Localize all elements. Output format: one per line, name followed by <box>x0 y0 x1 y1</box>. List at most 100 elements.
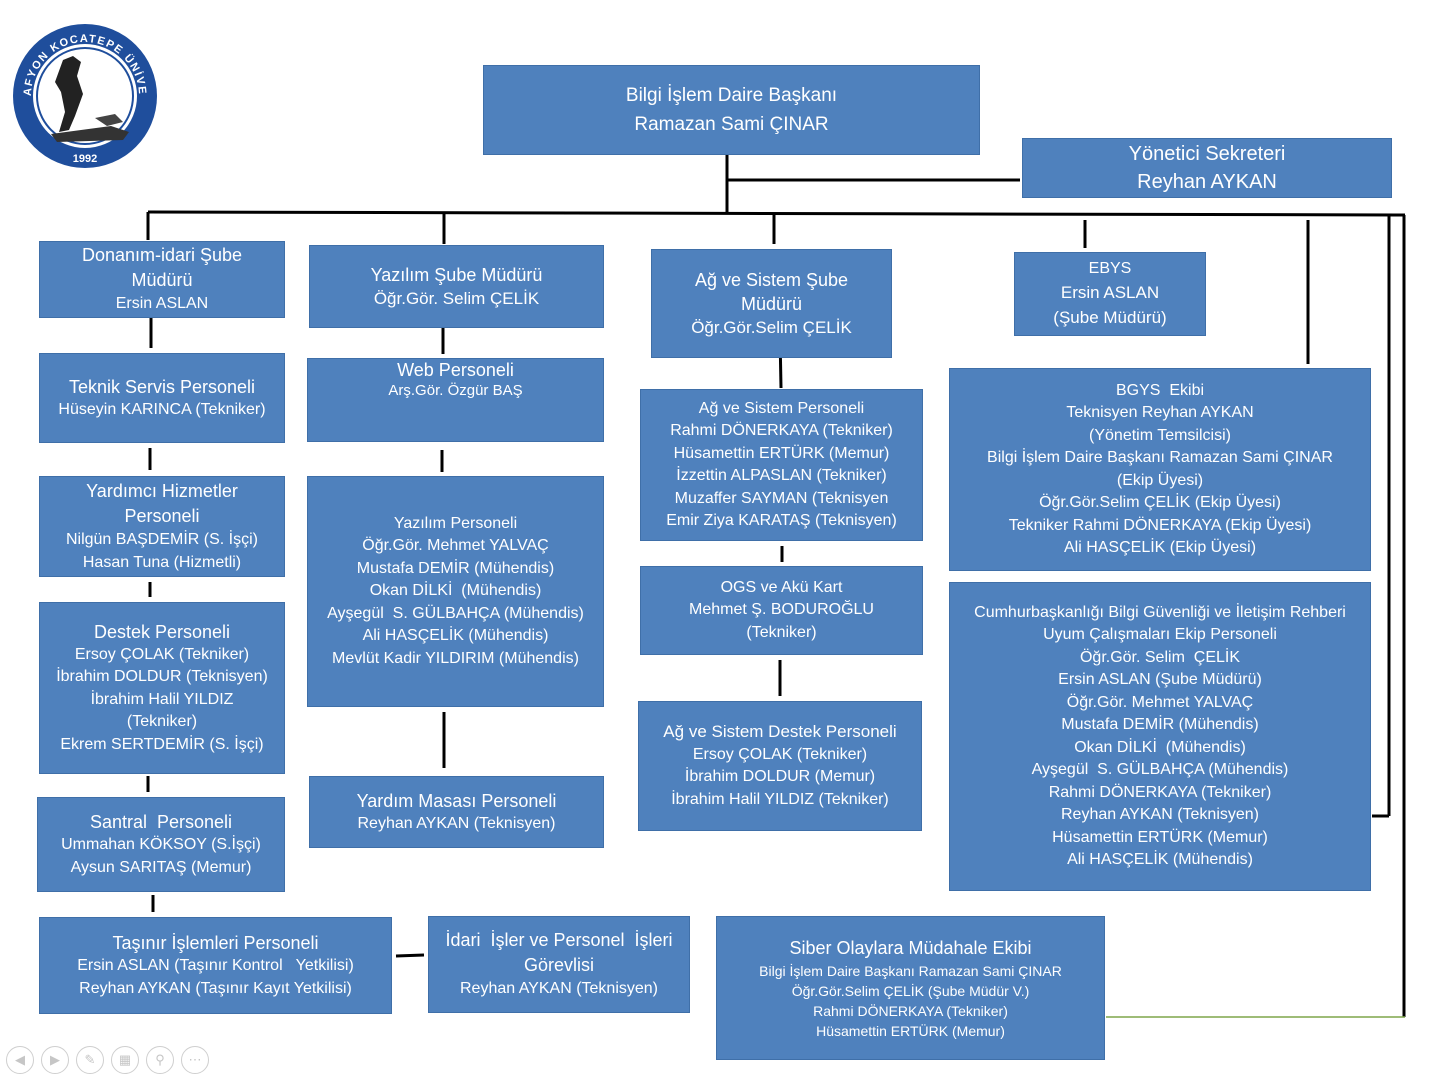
technical-service-title: Teknik Servis Personeli <box>68 376 256 397</box>
pen-icon[interactable]: ✎ <box>76 1046 104 1074</box>
support-staff-title: Destek Personeli <box>93 621 231 642</box>
network-support-line: Ersoy ÇOLAK (Tekniker) <box>692 745 868 763</box>
ebys-sub: (Şube Müdürü) <box>1053 308 1167 328</box>
secretary-name: Reyhan AYKAN <box>1137 171 1277 193</box>
switchboard-box: Santral Personeli Ummahan KÖKSOY (S.İşçi… <box>37 797 285 892</box>
technical-service-line: Hüseyin KARINCA (Tekniker) <box>58 400 266 418</box>
cyber-incident-title: Siber Olaylara Müdahale Ekibi <box>789 938 1032 958</box>
presidency-guide-line: Reyhan AYKAN (Teknisyen) <box>1060 806 1259 823</box>
network-support-line: İbrahim Halil YILDIZ (Tekniker) <box>671 790 889 808</box>
technical-service-box: Teknik Servis Personeli Hüseyin KARINCA … <box>39 353 285 443</box>
presidency-guide-line: Okan DİLKİ (Mühendis) <box>1074 738 1246 756</box>
slideshow-controls: ◀ ▶ ✎ ▦ ⚲ ⋯ <box>6 1046 209 1074</box>
ebys-box: EBYS Ersin ASLAN (Şube Müdürü) <box>1014 252 1206 336</box>
network-manager-box: Ağ ve Sistem Şube Müdürü Öğr.Gör.Selim Ç… <box>651 249 892 358</box>
cyber-incident-line: Bilgi İşlem Daire Başkanı Ramazan Sami Ç… <box>759 963 1062 979</box>
bgys-team-line: (Ekip Üyesi) <box>1116 471 1204 489</box>
presidency-guide-line: Rahmi DÖNERKAYA (Tekniker) <box>1048 783 1272 801</box>
head-box: Bilgi İşlem Daire Başkanı Ramazan Sami Ç… <box>483 65 980 155</box>
bgys-team-line: Ali HASÇELİK (Ekip Üyesi) <box>1063 539 1257 556</box>
web-staff-box: Web Personeli Arş.Gör. Özgür BAŞ <box>307 358 604 442</box>
software-staff-line: Ayşegül S. GÜLBAHÇA (Mühendis) <box>327 604 584 622</box>
inventory-title: Taşınır İşlemleri Personeli <box>112 933 319 953</box>
network-manager-title: Ağ ve Sistem Şube Müdürü <box>694 269 849 314</box>
software-manager-box: Yazılım Şube Müdürü Öğr.Gör. Selim ÇELİK <box>309 245 604 328</box>
support-staff-box: Destek Personeli Ersoy ÇOLAK (Tekniker) … <box>39 602 285 774</box>
hardware-manager-name: Ersin ASLAN <box>115 295 209 313</box>
ebys-title: EBYS <box>1088 259 1132 277</box>
network-support-title: Ağ ve Sistem Destek Personeli <box>663 722 897 741</box>
bgys-team-line: (Yönetim Temsilcisi) <box>1089 426 1231 444</box>
bgys-team-line: Teknisyen Reyhan AYKAN <box>1066 404 1254 421</box>
web-staff-title: Web Personeli <box>397 360 514 380</box>
admin-affairs-box: İdari İşler ve Personel İşleri Görevlisi… <box>428 916 690 1013</box>
software-staff-line: Öğr.Gör. Mehmet YALVAÇ <box>362 537 549 555</box>
presidency-guide-title: Cumhurbaşkanlığı Bilgi Güvenliği ve İlet… <box>974 603 1346 621</box>
bgys-team-line: Bilgi İşlem Daire Başkanı Ramazan Sami Ç… <box>987 449 1333 466</box>
zoom-icon[interactable]: ⚲ <box>146 1046 174 1074</box>
presidency-guide-line: Mustafa DEMİR (Mühendis) <box>1061 716 1259 733</box>
cyber-incident-line: Rahmi DÖNERKAYA (Tekniker) <box>813 1003 1008 1019</box>
software-staff-line: Mustafa DEMİR (Mühendis) <box>356 559 555 577</box>
hardware-manager-box: Donanım-idari Şube Müdürü Ersin ASLAN <box>39 241 285 318</box>
network-staff-line: Rahmi DÖNERKAYA (Tekniker) <box>670 422 893 439</box>
support-staff-line: Ekrem SERTDEMİR (S. İşçi) <box>60 735 264 753</box>
secretary-title: Yönetici Sekreteri <box>1128 143 1286 165</box>
switchboard-title: Santral Personeli <box>89 812 233 832</box>
presidency-guide-line: Ayşegül S. GÜLBAHÇA (Mühendis) <box>1031 761 1289 778</box>
network-staff-box: Ağ ve Sistem Personeli Rahmi DÖNERKAYA (… <box>640 389 923 541</box>
network-staff-line: Emir Ziya KARATAŞ (Teknisyen) <box>666 512 897 529</box>
more-icon[interactable]: ⋯ <box>181 1046 209 1074</box>
support-services-title: Yardımcı Hizmetler Personeli <box>86 481 238 526</box>
hardware-manager-title: Donanım-idari Şube Müdürü <box>81 245 243 291</box>
network-support-line: İbrahim DOLDUR (Memur) <box>684 768 876 785</box>
support-staff-line: İbrahim DOLDUR (Teknisyen) <box>56 668 268 686</box>
help-desk-box: Yardım Masası Personeli Reyhan AYKAN (Te… <box>309 776 604 848</box>
next-icon[interactable]: ▶ <box>41 1046 69 1074</box>
cyber-incident-line: Öğr.Gör.Selim ÇELİK (Şube Müdür V.) <box>791 983 1030 999</box>
software-staff-box: Yazılım Personeli Öğr.Gör. Mehmet YALVAÇ… <box>307 476 604 707</box>
slides-icon[interactable]: ▦ <box>111 1046 139 1074</box>
cyber-incident-box: Siber Olaylara Müdahale Ekibi Bilgi İşle… <box>716 916 1105 1060</box>
support-services-line: Hasan Tuna (Hizmetli) <box>82 553 242 571</box>
support-staff-line: Ersoy ÇOLAK (Tekniker) <box>74 645 250 663</box>
bgys-team-title: BGYS Ekibi <box>1115 381 1205 399</box>
network-staff-title: Ağ ve Sistem Personeli <box>698 399 865 417</box>
head-name: Ramazan Sami ÇINAR <box>634 114 829 135</box>
presidency-guide-line: Ersin ASLAN (Şube Müdürü) <box>1058 671 1262 688</box>
software-manager-name: Öğr.Gör. Selim ÇELİK <box>373 288 540 308</box>
switchboard-line: Aysun SARITAŞ (Memur) <box>70 858 252 876</box>
help-desk-line: Reyhan AYKAN (Teknisyen) <box>357 814 556 832</box>
network-staff-line: Hüsamettin ERTÜRK (Memur) <box>673 444 890 462</box>
university-logo: AFYON KOCATEPE ÜNİVERSİTESİ 1992 <box>6 12 159 170</box>
presidency-guide-line: Ali HASÇELİK (Mühendis) <box>1067 851 1253 868</box>
software-staff-line: Okan DİLKİ (Mühendis) <box>369 582 542 600</box>
svg-text:1992: 1992 <box>73 153 97 165</box>
cyber-incident-line: Hüsamettin ERTÜRK (Memur) <box>816 1023 1005 1039</box>
software-staff-title: Yazılım Personeli <box>393 514 518 532</box>
secretary-box: Yönetici Sekreteri Reyhan AYKAN <box>1022 138 1392 198</box>
network-manager-name: Öğr.Gör.Selim ÇELİK <box>691 317 852 337</box>
bgys-team-box: BGYS Ekibi Teknisyen Reyhan AYKAN (Yönet… <box>949 368 1371 571</box>
network-support-box: Ağ ve Sistem Destek Personeli Ersoy ÇOLA… <box>638 701 922 831</box>
admin-affairs-title: İdari İşler ve Personel İşleri Görevlisi <box>445 930 678 976</box>
presidency-guide-line: Öğr.Gör. Selim ÇELİK <box>1079 648 1241 666</box>
admin-affairs-line: Reyhan AYKAN (Teknisyen) <box>459 980 658 998</box>
network-staff-line: Muzaffer SAYMAN (Teknisyen <box>674 489 889 507</box>
ogs-card-line: Mehmet Ş. BODUROĞLU <box>689 601 874 619</box>
support-staff-line: İbrahim Halil YILDIZ (Tekniker) <box>90 690 234 731</box>
presidency-guide-line: Hüsamettin ERTÜRK (Memur) <box>1052 828 1268 846</box>
help-desk-title: Yardım Masası Personeli <box>356 790 557 811</box>
ogs-card-title: OGS ve Akü Kart <box>720 578 843 596</box>
network-staff-line: İzzettin ALPASLAN (Tekniker) <box>676 467 887 484</box>
web-staff-line: Arş.Gör. Özgür BAŞ <box>388 382 523 399</box>
software-staff-line: Ali HASÇELİK (Mühendis) <box>362 627 549 645</box>
inventory-line: Ersin ASLAN (Taşınır Kontrol Yetkilisi) <box>77 957 354 974</box>
bgys-team-line: Öğr.Gör.Selim ÇELİK (Ekip Üyesi) <box>1039 494 1281 511</box>
software-manager-title: Yazılım Şube Müdürü <box>370 264 543 285</box>
inventory-line: Reyhan AYKAN (Taşınır Kayıt Yetkilisi) <box>79 979 352 997</box>
support-services-box: Yardımcı Hizmetler Personeli Nilgün BAŞD… <box>39 476 285 577</box>
prev-icon[interactable]: ◀ <box>6 1046 34 1074</box>
presidency-guide-box: Cumhurbaşkanlığı Bilgi Güvenliği ve İlet… <box>949 582 1371 891</box>
